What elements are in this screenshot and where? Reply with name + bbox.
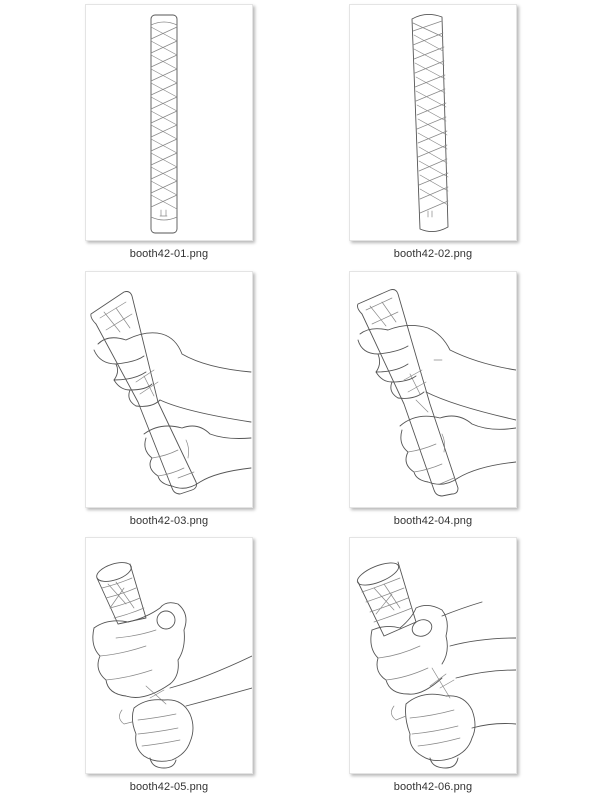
hands-gripping-handle-drawing bbox=[357, 289, 516, 497]
file-tile[interactable]: booth42-05.png bbox=[85, 537, 253, 793]
file-name: booth42-04.png bbox=[393, 515, 473, 527]
file-name: booth42-06.png bbox=[393, 781, 473, 793]
file-name: booth42-02.png bbox=[393, 248, 473, 260]
image-thumbnail[interactable] bbox=[85, 537, 253, 774]
image-thumbnail[interactable] bbox=[349, 4, 517, 241]
fists-gripping-handle-drawing bbox=[356, 561, 516, 769]
sword-handle-drawing bbox=[411, 14, 449, 232]
file-name: booth42-01.png bbox=[129, 248, 209, 260]
image-thumbnail[interactable] bbox=[85, 4, 253, 241]
file-tile[interactable]: booth42-01.png bbox=[85, 4, 253, 260]
file-tile[interactable]: booth42-04.png bbox=[349, 271, 517, 527]
file-tile[interactable]: booth42-03.png bbox=[85, 271, 253, 527]
file-name: booth42-05.png bbox=[129, 781, 209, 793]
sword-handle-drawing bbox=[150, 14, 178, 234]
image-thumbnail[interactable] bbox=[349, 537, 517, 774]
file-tile[interactable]: booth42-02.png bbox=[349, 4, 517, 260]
image-thumbnail[interactable] bbox=[85, 271, 253, 508]
image-thumbnail[interactable] bbox=[349, 271, 517, 508]
hands-gripping-handle-drawing bbox=[90, 291, 252, 495]
fists-gripping-handle-drawing bbox=[92, 562, 252, 769]
file-tile[interactable]: booth42-06.png bbox=[349, 537, 517, 793]
file-name: booth42-03.png bbox=[129, 515, 209, 527]
